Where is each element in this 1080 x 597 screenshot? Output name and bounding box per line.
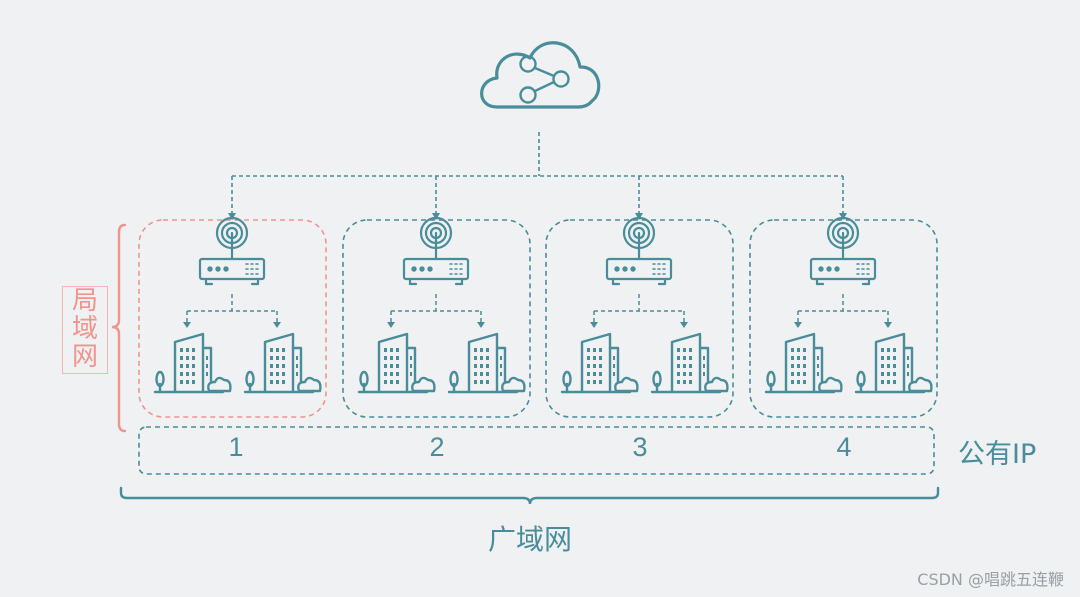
distribution-lines [231,132,844,214]
public-ip-bar [138,426,935,475]
lan-bracket [111,223,127,433]
lan-number-1: 1 [228,432,244,462]
lan-box-2 [342,216,531,418]
distribution-arrows [228,213,847,220]
public-ip-label: 公有IP [958,439,1037,470]
lan-label-char: 域 [71,314,98,344]
building-icon [650,332,729,394]
lan-box-3 [545,216,734,418]
building-icon [243,332,322,394]
building-icon [764,332,843,394]
router-icon [198,216,266,286]
watermark: CSDN @唱跳五连鞭 [917,570,1064,589]
lan-label-char: 网 [71,342,98,372]
lan-number-3: 3 [632,432,648,462]
lan-label: 局 域 网 [62,286,108,374]
building-icon [447,332,526,394]
building-icon [357,332,436,394]
building-icon [153,332,232,394]
lan-box-4 [749,216,938,418]
wan-label: 广域网 [487,523,572,556]
router-icon [809,216,877,286]
lan-box-1 [138,216,327,418]
lan-number-2: 2 [429,432,445,462]
wan-bracket [119,486,940,505]
router-icon [605,216,673,286]
router-icon [402,216,470,286]
building-icon [854,332,933,394]
cloud-share-icon [480,41,601,109]
lan-number-4: 4 [836,432,852,462]
lan-label-char: 局 [71,286,98,316]
building-icon [560,332,639,394]
